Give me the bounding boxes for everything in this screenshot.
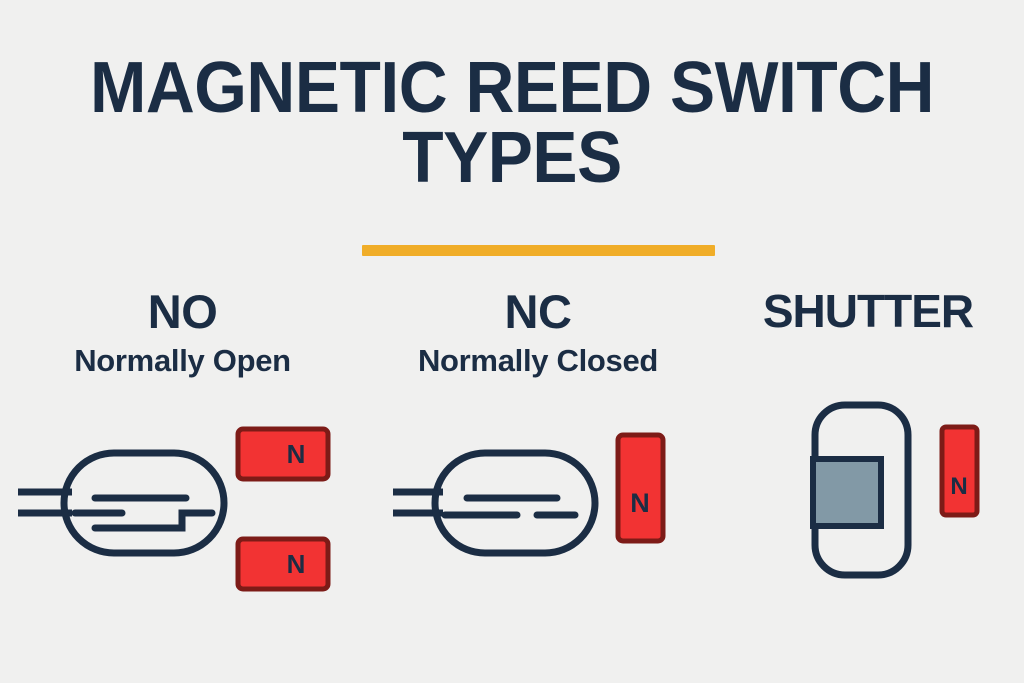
switch-type-columns: NO Normally Open NC Normally Closed SHUT… <box>0 288 1024 683</box>
magnet-shutter: N <box>939 424 980 518</box>
column-full-no: Normally Open <box>74 343 291 378</box>
magnet-pole-label-bottom-no: N <box>287 549 306 579</box>
shutter-switch-body <box>810 401 912 579</box>
diagram-shutter: N <box>790 380 1020 595</box>
diagram-normally-closed: N <box>385 395 685 595</box>
reed-blade-lower-no <box>91 509 216 532</box>
magnet-top-no: N <box>235 426 331 482</box>
magnet-pole-label-shutter: N <box>950 473 967 500</box>
glass-capsule-nc <box>431 449 599 557</box>
shutter-blade <box>810 456 884 529</box>
page-title: MAGNETIC REED SWITCH TYPES <box>31 52 994 194</box>
glass-capsule-no <box>60 449 228 557</box>
column-shutter: SHUTTER <box>712 288 1024 334</box>
magnet-body-shutter <box>939 424 980 518</box>
magnet-body-nc <box>615 432 666 544</box>
column-normally-closed: NC Normally Closed <box>368 288 708 376</box>
column-normally-open: NO Normally Open <box>10 288 355 376</box>
reed-switch-body-no <box>18 449 228 557</box>
reed-switch-body-nc <box>393 449 599 557</box>
magnet-nc: N <box>615 432 666 544</box>
magnet-body-top-no <box>235 426 331 482</box>
page-title-line-1: MAGNETIC REED SWITCH <box>89 48 935 128</box>
magnet-bottom-no: N <box>235 536 331 592</box>
column-full-nc: Normally Closed <box>417 343 659 378</box>
magnet-pole-label-nc: N <box>630 488 650 518</box>
column-abbr-no: NO <box>147 285 218 338</box>
column-abbr-nc: NC <box>504 285 572 338</box>
diagram-normally-open: N N <box>0 395 345 595</box>
magnet-body-bottom-no <box>235 536 331 592</box>
page-title-line-2: TYPES <box>402 117 622 198</box>
magnet-pole-label-top-no: N <box>287 439 306 469</box>
column-abbr-shutter: SHUTTER <box>762 285 974 337</box>
title-block: MAGNETIC REED SWITCH TYPES <box>0 52 1024 194</box>
title-accent-bar <box>362 245 715 256</box>
